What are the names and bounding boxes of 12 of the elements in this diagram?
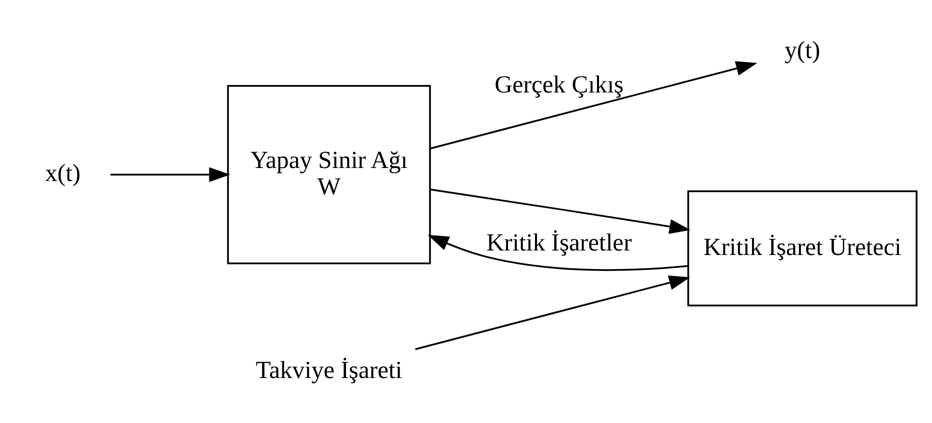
- node-box: Yapay Sinir Ağı W: [227, 85, 431, 264]
- node-text: x(t): [45, 160, 81, 188]
- node-text: Takviye İşareti: [256, 356, 402, 384]
- arrow: [430, 188, 691, 234]
- arrow: [110, 167, 230, 182]
- edge-label: Gerçek Çıkış: [494, 71, 624, 98]
- node-text: y(t): [784, 37, 820, 64]
- node-box: Kritik İşaret Üreteci: [687, 190, 918, 306]
- arrow: [430, 61, 758, 150]
- arrow: [415, 275, 690, 350]
- edge-label: Kritik İşaretler: [486, 229, 632, 256]
- arrow: [428, 234, 688, 271]
